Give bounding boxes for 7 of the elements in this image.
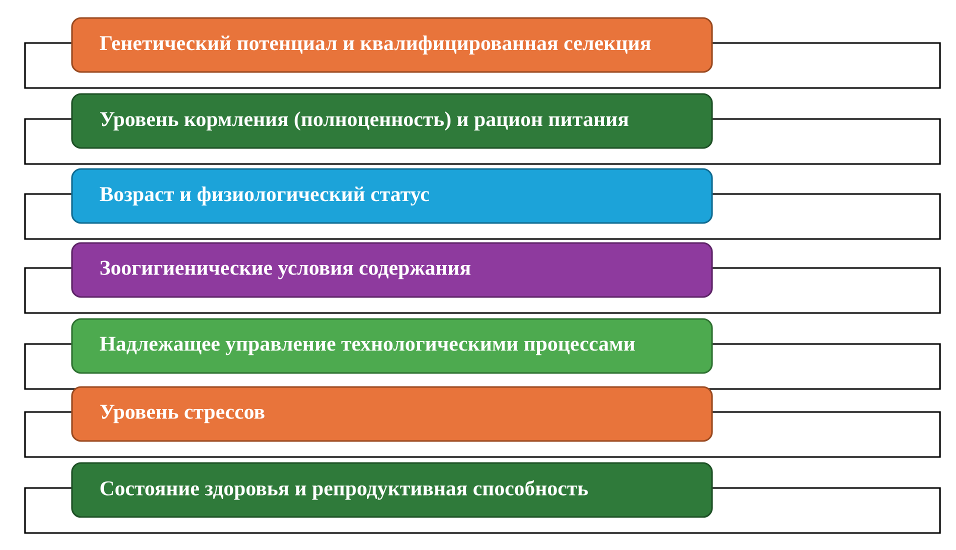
label-box: Состояние здоровья и репродуктивная способность — [71, 462, 713, 518]
label-box: Зоогигиенические условия содержания — [71, 242, 713, 298]
label-box: Генетический потенциал и квалифицированная селекция — [71, 17, 713, 73]
label-box: Уровень кормления (полноценность) и рацион питания — [71, 93, 713, 149]
label-box: Уровень стрессов — [71, 386, 713, 442]
label-box: Возраст и физиологический статус — [71, 168, 713, 224]
label-box: Надлежащее управление технологическими процессами — [71, 318, 713, 374]
